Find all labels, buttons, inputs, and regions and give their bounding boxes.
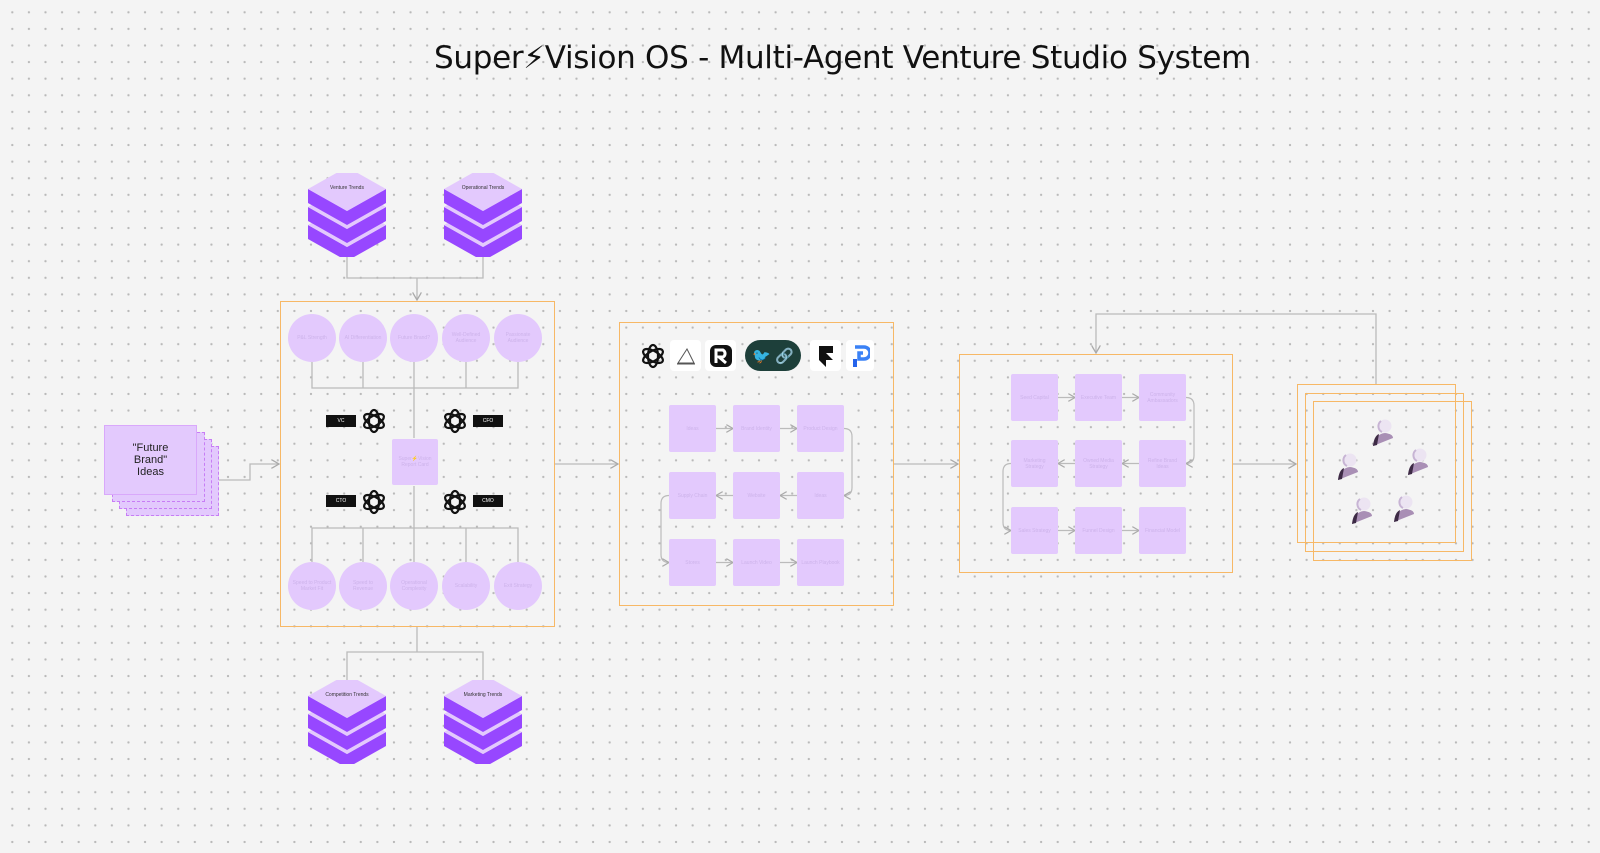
person-icon — [1406, 445, 1430, 482]
openai-icon — [360, 488, 388, 521]
person-icon — [1392, 492, 1416, 529]
openai-icon — [441, 488, 469, 521]
database-label: Marketing Trends — [463, 692, 503, 698]
process-step[interactable]: Ideas — [797, 472, 844, 519]
flow-arrow — [1186, 396, 1195, 464]
process-step[interactable]: Executive Team — [1075, 374, 1122, 421]
database-label: Competition Trends — [325, 692, 369, 698]
criterion-circle[interactable]: AI Differentiation — [339, 314, 387, 362]
database-label: Operational Trends — [461, 185, 505, 191]
process-step[interactable]: Refine Brand Ideas — [1139, 440, 1186, 487]
criterion-circle[interactable]: Speed to Product Market Fit — [288, 562, 336, 610]
database-icon: Venture Trends — [308, 167, 386, 261]
runway-icon — [705, 340, 736, 371]
process-step[interactable]: Product Design — [797, 405, 844, 452]
process-step[interactable]: Community Ambassadors — [1139, 374, 1186, 421]
pipedream-icon — [846, 340, 874, 371]
build-frame[interactable] — [619, 322, 894, 606]
openai-icon — [441, 407, 469, 440]
process-step[interactable]: Ideas — [669, 405, 716, 452]
process-step[interactable]: Launch Video — [733, 539, 780, 586]
criterion-circle[interactable]: Exit Strategy — [494, 562, 542, 610]
future-brand-ideas-card: "Future Brand" Ideas — [104, 425, 197, 495]
openai-icon — [637, 340, 668, 371]
process-step[interactable]: Marketing Strategy — [1011, 440, 1058, 487]
team-frame-2 — [1305, 393, 1464, 552]
database-icon: Competition Trends — [308, 674, 386, 768]
criterion-circle[interactable]: Speed to Revenue — [339, 562, 387, 610]
person-icon — [1350, 494, 1374, 531]
criterion-circle[interactable]: Operational Complexity — [390, 562, 438, 610]
process-step[interactable]: Funnel Design — [1075, 507, 1122, 554]
framer-icon — [810, 340, 841, 371]
team-frame-1[interactable] — [1297, 384, 1456, 543]
person-icon — [1371, 416, 1395, 453]
report-card[interactable]: Super⚡Vision Report Card — [392, 439, 438, 485]
flow-arrow — [1002, 462, 1011, 531]
process-step[interactable]: Financial Model — [1139, 507, 1186, 554]
process-step[interactable]: Supply Chain — [669, 472, 716, 519]
team-frame-3 — [1313, 401, 1472, 561]
openai-icon — [360, 407, 388, 440]
process-step[interactable]: Brand Identity — [733, 405, 780, 452]
database-icon: Operational Trends — [444, 167, 522, 261]
process-step[interactable]: Seed Capital — [1011, 374, 1058, 421]
criterion-circle[interactable]: Well-Defined Audience — [442, 314, 490, 362]
evaluation-frame[interactable] — [280, 301, 555, 627]
criterion-circle[interactable]: Future Brand? — [390, 314, 438, 362]
database-icon: Marketing Trends — [444, 674, 522, 768]
person-icon — [1336, 450, 1360, 487]
zapier-bird-link-icon: 🐦 🔗 — [745, 340, 801, 371]
criterion-circle[interactable]: Scalability — [442, 562, 490, 610]
process-step[interactable]: Owned Media Strategy — [1075, 440, 1122, 487]
page-title: Super⚡Vision OS - Multi-Agent Venture St… — [433, 40, 1252, 76]
flow-arrow — [660, 494, 669, 563]
agent-label-cto: CTO — [326, 495, 356, 507]
process-step[interactable]: Launch Playbook — [797, 539, 844, 586]
process-step[interactable]: Sales Strategy — [1011, 507, 1058, 554]
midjourney-icon — [670, 340, 701, 371]
launch-frame[interactable] — [959, 354, 1233, 573]
flow-arrow — [844, 427, 853, 496]
database-label: Venture Trends — [330, 185, 364, 191]
agent-label-cfo: CFO — [473, 415, 503, 427]
criterion-circle[interactable]: Passionate Audience — [494, 314, 542, 362]
agent-label-cmo: CMO — [473, 495, 503, 507]
process-step[interactable]: Stores — [669, 539, 716, 586]
process-step[interactable]: Website — [733, 472, 780, 519]
criterion-circle[interactable]: P&L Strength — [288, 314, 336, 362]
agent-label-vc: VC — [326, 415, 356, 427]
